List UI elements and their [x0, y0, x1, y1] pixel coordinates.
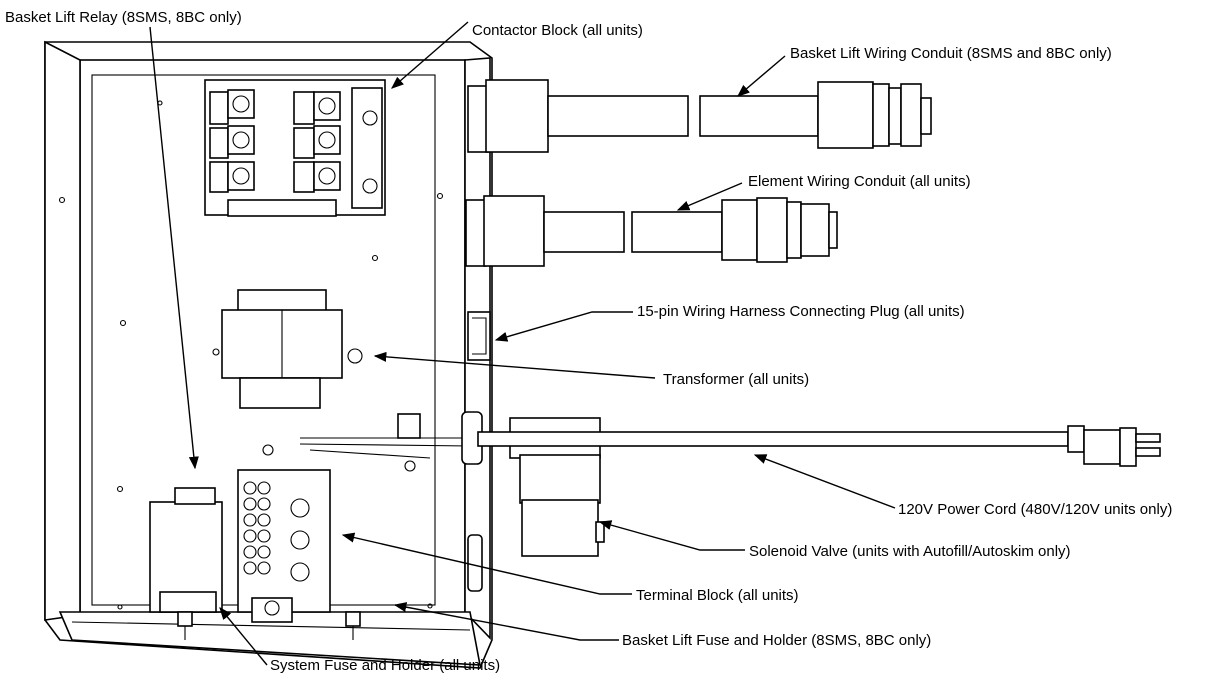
left-wall: [44, 40, 81, 621]
terminal-screw: [243, 529, 257, 543]
bottom-lip: [58, 611, 481, 666]
contactor-terminals-left: [209, 89, 255, 193]
lower-right-connector: [467, 534, 483, 592]
wiring-harness-plug-label: 15-pin Wiring Harness Connecting Plug (a…: [637, 303, 965, 320]
terminal-screw: [243, 561, 257, 575]
basket-lift-wiring-conduit: [467, 79, 932, 153]
transformer-label: Transformer (all units): [663, 371, 809, 388]
contactor-block: [204, 79, 386, 217]
leader-lines: [149, 21, 896, 666]
terminal-screw: [243, 545, 257, 559]
contactor-terminals-right: [293, 91, 341, 193]
terminal-screw: [257, 513, 271, 527]
terminal-screw: [257, 545, 271, 559]
basket-lift-wiring-conduit-label: Basket Lift Wiring Conduit (8SMS and 8BC…: [790, 45, 1112, 62]
internal-wiring: [262, 413, 471, 472]
transformer: [212, 289, 363, 409]
basket-lift-fuse-label: Basket Lift Fuse and Holder (8SMS, 8BC o…: [622, 632, 931, 649]
element-wiring-conduit: [465, 195, 838, 267]
solenoid-valve-label: Solenoid Valve (units with Autofill/Auto…: [749, 543, 1071, 560]
element-wiring-conduit-label: Element Wiring Conduit (all units): [748, 173, 971, 190]
terminal-screw: [257, 529, 271, 543]
terminal-screw: [257, 561, 271, 575]
basket-lift-relay-label: Basket Lift Relay (8SMS, 8BC only): [5, 9, 242, 26]
contactor-block-label: Contactor Block (all units): [472, 22, 643, 39]
terminal-screw: [243, 513, 257, 527]
power-cord: [461, 411, 1161, 467]
terminal-block-body: [237, 469, 331, 613]
basket-lift-fuse: [345, 611, 361, 640]
terminal-screw: [257, 497, 271, 511]
callout-labels: Basket Lift Relay (8SMS, 8BC only) Conta…: [5, 9, 1172, 674]
basket-lift-relay: [149, 487, 223, 613]
terminal-screw: [243, 497, 257, 511]
power-cord-label: 120V Power Cord (480V/120V units only): [898, 501, 1172, 518]
wiring-harness-plug: [467, 311, 491, 361]
terminal-block-label: Terminal Block (all units): [636, 587, 799, 604]
terminal-screw-large: [290, 498, 310, 518]
terminal-block: [237, 469, 331, 623]
terminal-screw: [257, 481, 271, 495]
system-fuse-label: System Fuse and Holder (all units): [270, 657, 500, 674]
system-fuse: [177, 611, 193, 640]
terminal-screw: [243, 481, 257, 495]
terminal-screw-large: [290, 562, 310, 582]
terminal-screw-large: [290, 530, 310, 550]
